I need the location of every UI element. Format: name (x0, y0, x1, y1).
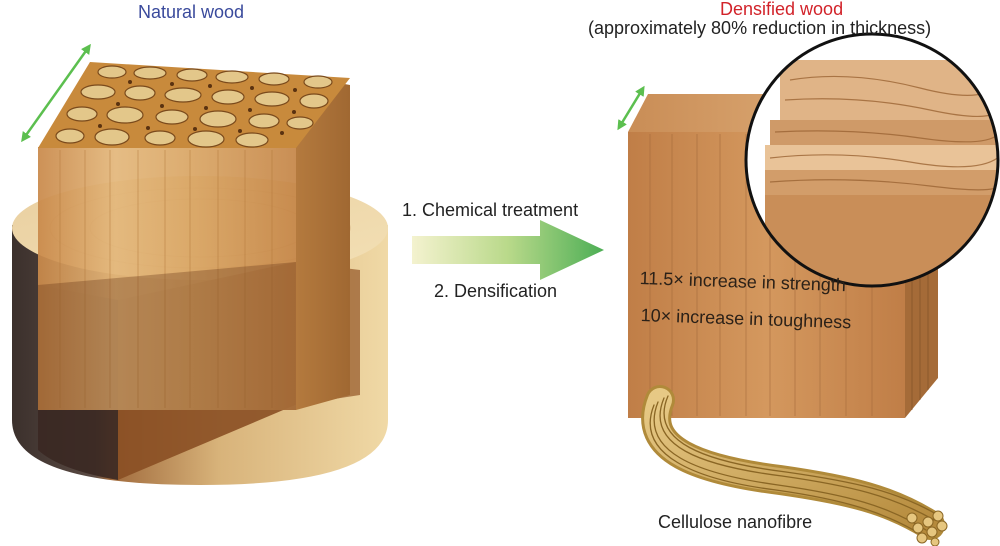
nanofibre-label: Cellulose nanofibre (658, 512, 813, 532)
step-densification: 2. Densification (434, 281, 558, 301)
thickness-arrow-densified (617, 85, 645, 131)
densified-wood-title: Densified wood (720, 0, 844, 19)
densified-wood-subtitle: (approximately 80% reduction in thicknes… (588, 18, 932, 38)
process-arrow (412, 220, 604, 280)
nanofibre-ends (906, 510, 948, 546)
zoom-circle (744, 32, 1000, 288)
step-chemical-treatment: 1. Chemical treatment (402, 200, 579, 220)
block-front (38, 147, 296, 410)
block-side (296, 75, 350, 410)
cellulose-nanofibre-bundle (641, 385, 948, 546)
natural-wood-title: Natural wood (138, 2, 245, 22)
natural-wood-illustration (12, 43, 388, 485)
thickness-arrow-natural (21, 43, 91, 143)
densified-wood-illustration (617, 32, 1000, 418)
